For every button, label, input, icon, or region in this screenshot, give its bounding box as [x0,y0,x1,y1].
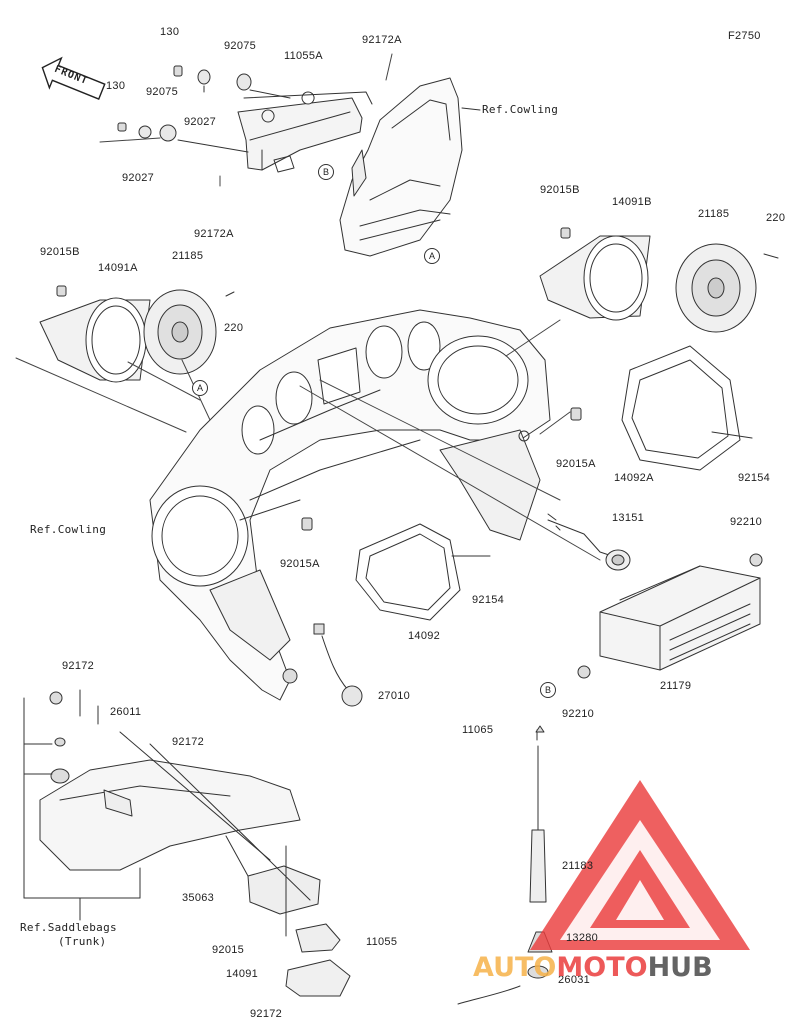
arrow-left-icon [41,56,106,100]
watermark-moto: MOTO [556,952,648,983]
part-21179: 21179 [660,680,692,692]
part-21185-left: 21185 [172,250,204,262]
part-92210-top: 92210 [730,516,763,528]
ref-cowling-top: Ref.Cowling [482,103,559,116]
part-92075-left: 92075 [146,86,179,98]
part-92027-top: 92027 [184,116,217,128]
part-92210-bottom: 92210 [562,708,595,720]
callout-a-top: A [424,248,440,264]
callout-b-bottom: B [540,682,556,698]
speaker-grille-right [570,345,753,471]
watermark-auto: AUTO [473,952,557,983]
part-92172-top: 92172 [62,660,95,672]
front-direction-indicator: FRONT [32,46,113,113]
part-92154-right: 92154 [738,472,771,484]
part-21185-right: 21185 [698,208,730,220]
audio-unit [577,553,763,679]
part-92172a-bottom: 92172A [194,228,234,240]
speaker-left [39,285,235,383]
part-92172-mid: 92172 [172,736,205,748]
part-35063: 35063 [182,892,215,904]
figure-code: F2750 [728,30,761,42]
inner-fairing [149,309,551,701]
part-14092a: 14092A [614,472,654,484]
callout-b-top: B [318,164,334,180]
upper-cowling-ref [339,77,481,257]
trunk-ref [39,689,301,871]
part-14091b: 14091B [612,196,652,208]
part-14092: 14092 [408,630,441,642]
part-11055a: 11055A [284,50,323,62]
part-220-right: 220 [766,212,786,224]
part-26011: 26011 [110,706,142,718]
speaker-right [539,227,779,333]
part-92015a-left: 92015A [280,558,320,570]
part-11065: 11065 [462,724,494,736]
part-92075-top: 92075 [224,40,257,52]
part-92027-left: 92027 [122,172,155,184]
upper-bracket [237,91,373,173]
part-92015: 92015 [212,944,245,956]
watermark-hub: HUB [647,952,713,983]
part-21183: 21183 [562,860,594,872]
part-92015a-right: 92015A [556,458,596,470]
part-11055: 11055 [366,936,398,948]
part-14091a: 14091A [98,262,138,274]
wire-27010 [313,623,363,707]
watermark-text: AUTOMOTOHUB [473,952,713,983]
grommets-upper [117,65,291,153]
ref-trunk: (Trunk) [58,935,107,948]
part-220-left: 220 [224,322,244,334]
part-26031: 26031 [558,974,591,986]
antenna-bracket [119,731,351,997]
speaker-grille-left [301,517,491,621]
ref-cowling-left: Ref.Cowling [30,523,107,536]
part-92154-left: 92154 [472,594,505,606]
part-130-top: 130 [160,26,180,38]
ref-bracket [23,697,141,921]
part-92015b-left: 92015B [40,246,80,258]
part-92172-bottom: 92172 [250,1008,283,1020]
part-130-left: 130 [106,80,126,92]
ref-saddlebags: Ref.Saddlebags [20,921,117,934]
part-92015b-right: 92015B [540,184,580,196]
part-13280: 13280 [566,932,599,944]
part-14091: 14091 [226,968,259,980]
watermark-logo [530,780,750,950]
callout-a-left: A [192,380,208,396]
antenna [457,725,553,1005]
part-92172a-top: 92172A [362,34,402,46]
part-13151: 13151 [612,512,645,524]
leader-lines [15,53,601,561]
power-socket [547,513,631,571]
part-27010: 27010 [378,690,411,702]
